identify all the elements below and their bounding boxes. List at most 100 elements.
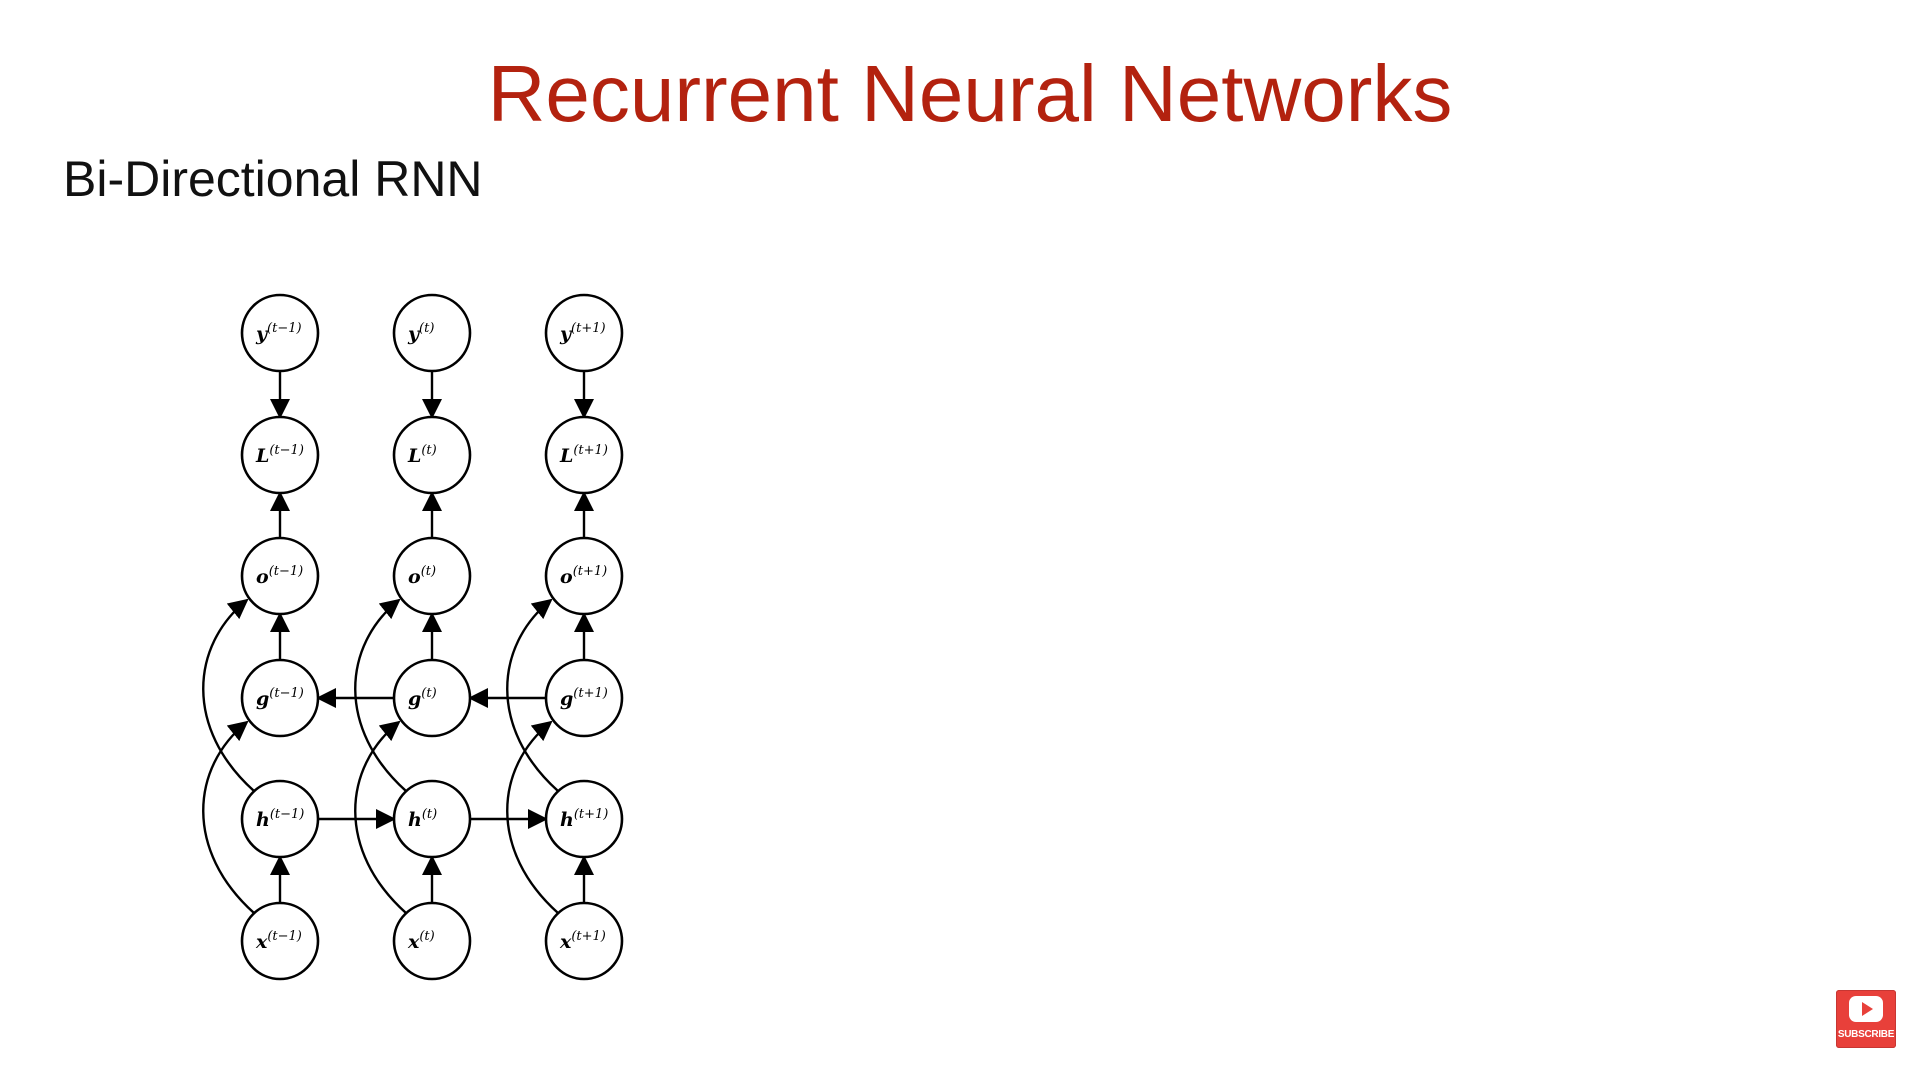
edge-h-to-o-0 [202, 598, 255, 792]
node-h-2: h(t+1) [544, 779, 624, 859]
node-superscript: (t−1) [269, 564, 304, 579]
node-superscript: (t−1) [269, 686, 304, 701]
node-label: o(t−1) [256, 564, 303, 588]
node-symbol: o [408, 566, 421, 588]
node-circle [240, 536, 320, 616]
node-circle [544, 293, 624, 373]
node-circle [392, 658, 472, 738]
node-circle [240, 658, 320, 738]
subscribe-button[interactable]: SUBSCRIBE [1836, 990, 1896, 1048]
node-circle [392, 415, 472, 495]
node-symbol: L [255, 445, 269, 467]
node-symbol: g [408, 688, 421, 710]
diagram-nodes: y(t−1)L(t−1)o(t−1)g(t−1)h(t−1)x(t−1)y(t)… [240, 293, 624, 981]
node-g-1: g(t) [392, 658, 472, 738]
node-superscript: (t+1) [573, 564, 608, 579]
node-superscript: (t−1) [267, 929, 302, 944]
node-superscript: (t) [419, 929, 434, 944]
node-superscript: (t+1) [573, 686, 608, 701]
node-x-2: x(t+1) [544, 901, 624, 981]
node-label: h(t−1) [256, 807, 304, 831]
node-circle [240, 901, 320, 981]
node-y-0: y(t−1) [240, 293, 320, 373]
edge-h-to-o-1 [354, 598, 407, 792]
diagram-edges [202, 371, 594, 914]
node-label: x(t−1) [255, 929, 302, 953]
node-symbol: o [560, 566, 573, 588]
node-circle [544, 658, 624, 738]
node-symbol: y [407, 323, 421, 345]
node-circle [240, 415, 320, 495]
node-L-0: L(t−1) [240, 415, 320, 495]
node-symbol: x [255, 931, 268, 953]
node-label: g(t+1) [560, 686, 608, 710]
node-h-0: h(t−1) [240, 779, 320, 859]
node-symbol: o [256, 566, 269, 588]
node-circle [544, 536, 624, 616]
node-label: o(t) [408, 564, 436, 588]
node-label: h(t+1) [560, 807, 608, 831]
node-y-2: y(t+1) [544, 293, 624, 373]
slide-subtitle: Bi-Directional RNN [63, 151, 483, 207]
node-symbol: x [407, 931, 420, 953]
edge-x-to-g-0 [202, 720, 255, 914]
node-symbol: g [256, 688, 269, 710]
node-L-1: L(t) [392, 415, 472, 495]
node-g-0: g(t−1) [240, 658, 320, 738]
node-label: L(t) [407, 443, 437, 467]
youtube-play-icon [1849, 996, 1883, 1022]
node-superscript: (t+1) [574, 807, 609, 822]
node-symbol: y [255, 323, 269, 345]
node-x-1: x(t) [392, 901, 472, 981]
node-label: y(t−1) [255, 321, 302, 345]
edge-x-to-g-1 [354, 720, 407, 914]
node-symbol: h [256, 809, 270, 831]
edge-h-to-o-2 [506, 598, 559, 792]
node-circle [392, 536, 472, 616]
node-superscript: (t) [422, 807, 437, 822]
node-circle [544, 901, 624, 981]
node-symbol: h [560, 809, 574, 831]
node-o-0: o(t−1) [240, 536, 320, 616]
node-symbol: h [408, 809, 422, 831]
node-o-1: o(t) [392, 536, 472, 616]
node-y-1: y(t) [392, 293, 472, 373]
node-label: y(t) [407, 321, 434, 345]
node-circle [392, 901, 472, 981]
node-label: h(t) [408, 807, 437, 831]
node-label: x(t+1) [559, 929, 606, 953]
node-superscript: (t+1) [571, 929, 606, 944]
node-circle [240, 293, 320, 373]
node-label: g(t) [408, 686, 437, 710]
node-superscript: (t−1) [270, 807, 305, 822]
node-g-2: g(t+1) [544, 658, 624, 738]
node-symbol: L [559, 445, 573, 467]
node-superscript: (t) [421, 564, 436, 579]
node-circle [544, 415, 624, 495]
node-x-0: x(t−1) [240, 901, 320, 981]
subscribe-label: SUBSCRIBE [1837, 1029, 1895, 1040]
node-symbol: y [559, 323, 573, 345]
node-circle [544, 779, 624, 859]
node-circle [392, 293, 472, 373]
node-symbol: x [559, 931, 572, 953]
node-symbol: L [407, 445, 421, 467]
node-superscript: (t+1) [571, 321, 606, 336]
node-label: x(t) [407, 929, 435, 953]
node-h-1: h(t) [392, 779, 472, 859]
node-superscript: (t) [421, 686, 436, 701]
node-L-2: L(t+1) [544, 415, 624, 495]
node-superscript: (t−1) [269, 443, 304, 458]
node-circle [392, 779, 472, 859]
node-o-2: o(t+1) [544, 536, 624, 616]
edge-x-to-g-2 [506, 720, 559, 914]
node-symbol: g [560, 688, 573, 710]
node-label: o(t+1) [560, 564, 607, 588]
node-superscript: (t−1) [267, 321, 302, 336]
node-label: L(t+1) [559, 443, 608, 467]
node-superscript: (t) [419, 321, 434, 336]
node-superscript: (t+1) [573, 443, 608, 458]
node-label: y(t+1) [559, 321, 606, 345]
node-circle [240, 779, 320, 859]
